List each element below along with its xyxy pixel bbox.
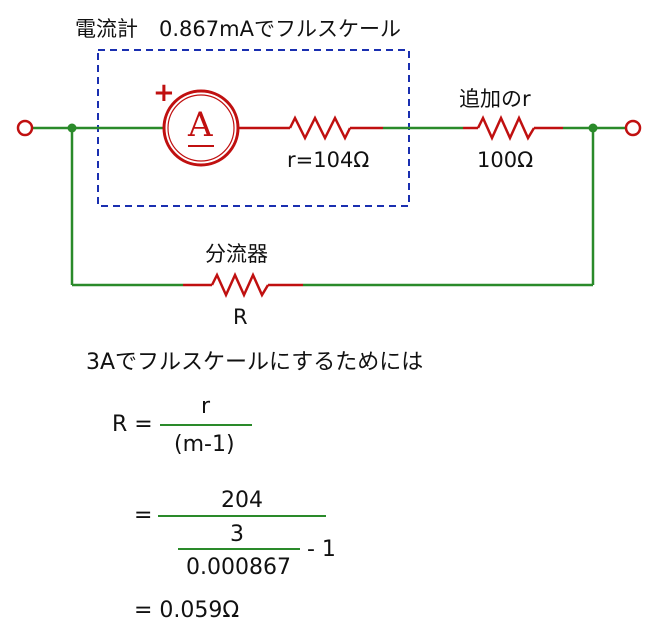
shunt-resistor-zigzag (210, 271, 270, 299)
calc-result: = 0.059Ω (134, 598, 240, 623)
calc-denominator-1: (m-1) (174, 432, 235, 457)
calc-inner-numerator: 3 (230, 522, 244, 547)
terminal-right (624, 119, 642, 137)
calc-eq-2: = (134, 503, 153, 528)
internal-resistor-label: r=104Ω (287, 148, 370, 172)
meter-box-label: 電流計 0.867mAでフルスケール (75, 17, 401, 41)
ammeter-letter: A (188, 105, 213, 145)
calc-heading: 3Aでフルスケールにするためには (86, 350, 424, 375)
shunt-title: 分流器 (205, 242, 268, 266)
internal-resistor-zigzag (288, 115, 352, 141)
junction-node-left (67, 123, 77, 133)
junction-node-right (588, 123, 598, 133)
ammeter-inner-ring (167, 94, 235, 162)
calc-numerator-2: 204 (221, 488, 263, 513)
calc-numerator-1: r (201, 394, 211, 419)
calc-lhs: R = (112, 412, 153, 437)
terminal-left (16, 119, 34, 137)
shunt-value: R (233, 305, 248, 329)
added-resistor-value: 100Ω (477, 148, 534, 172)
calc-minus-one: - 1 (307, 537, 336, 562)
calc-inner-denominator: 0.000867 (186, 555, 291, 580)
ammeter-circle (162, 89, 240, 167)
meter-polarity: + (153, 78, 175, 108)
added-resistor-title: 追加のr (459, 87, 531, 111)
added-resistor-zigzag (476, 114, 536, 142)
